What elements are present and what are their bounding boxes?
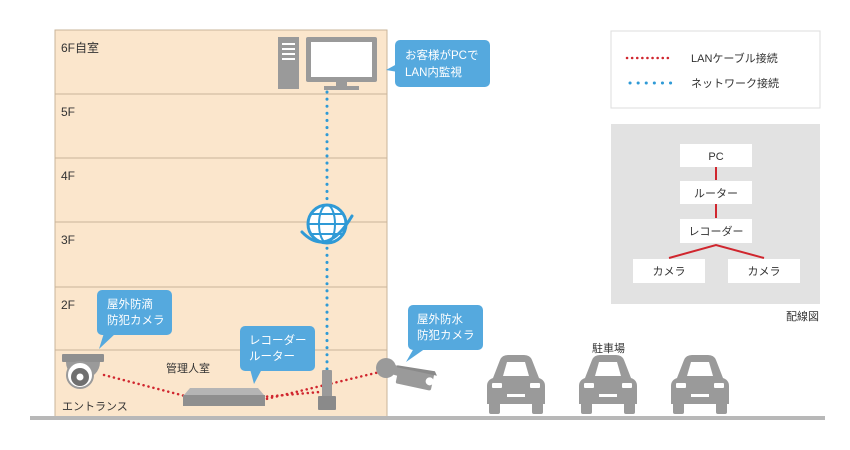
indoor-camera-callout-line2: 防犯カメラ — [107, 313, 165, 327]
legend-network-label: ネットワーク接続 — [691, 76, 779, 90]
ground-line — [30, 416, 825, 420]
outdoor-camera-callout: 屋外防水 防犯カメラ — [406, 305, 483, 362]
car-icon — [671, 355, 729, 414]
lan-cable-outdoor-camera — [260, 369, 386, 402]
wiring-diagram-caption: 配線図 — [786, 309, 819, 323]
outdoor-camera-callout-line2: 防犯カメラ — [417, 328, 475, 342]
lan-cable-router — [260, 390, 322, 399]
legend-box: LANケーブル接続 ネットワーク接続 — [610, 30, 821, 109]
floor-label-2f: 2F — [61, 298, 75, 312]
floor-label-6f: 6F自室 — [61, 40, 99, 55]
manager-room-label: 管理人室 — [166, 361, 210, 375]
wiring-node-camera-left-label: カメラ — [653, 265, 686, 278]
entrance-label: エントランス — [62, 401, 128, 413]
router-device-icon — [318, 370, 336, 410]
pc-monitor-stand — [324, 86, 359, 90]
pc-screen — [311, 42, 372, 77]
wiring-node-recorder-label: レコーダー — [689, 224, 744, 238]
wiring-node-pc-label: PC — [708, 151, 723, 163]
pc-callout-line1: お客様がPCで — [405, 48, 478, 62]
lan-cable-indoor-camera — [102, 373, 187, 398]
indoor-camera-callout: 屋外防滴 防犯カメラ — [97, 290, 172, 349]
wiring-node-camera-right-label: カメラ — [748, 265, 781, 278]
globe-network-icon — [300, 203, 354, 245]
lan-cable-lines — [102, 369, 386, 402]
wiring-branch-line — [668, 243, 765, 259]
recorder-body — [183, 395, 265, 406]
legend-lan-label: LANケーブル接続 — [691, 51, 778, 65]
outdoor-camera-callout-line1: 屋外防水 — [417, 312, 463, 326]
floor-label-4f: 4F — [61, 169, 75, 183]
car-icon — [579, 355, 637, 414]
recorder-router-icon — [183, 388, 265, 406]
recorder-router-callout: レコーダー ルーター — [240, 326, 315, 384]
floor-label-3f: 3F — [61, 233, 75, 247]
pc-callout-line2: LAN内監視 — [405, 65, 462, 79]
wiring-node-pc — [680, 144, 752, 167]
bullet-camera-icon — [376, 358, 437, 391]
wiring-node-router — [680, 181, 752, 204]
globe-orbit — [300, 214, 354, 244]
wiring-node-camera-right — [728, 259, 800, 283]
indoor-camera-callout-line1: 屋外防滴 — [107, 297, 153, 311]
wiring-node-camera-left — [633, 259, 705, 283]
wiring-node-recorder — [680, 219, 752, 243]
desktop-pc-icon — [278, 37, 377, 90]
floor-label-5f: 5F — [61, 105, 75, 119]
wiring-diagram-panel: PC ルーター レコーダー カメラ カメラ — [611, 124, 820, 304]
parking-label: 駐車場 — [592, 341, 625, 355]
recorder-router-callout-line1: レコーダー — [249, 333, 307, 347]
pc-callout: お客様がPCで LAN内監視 — [386, 40, 490, 87]
car-icon — [487, 355, 545, 414]
recorder-router-callout-line2: ルーター — [249, 350, 295, 363]
wiring-node-router-label: ルーター — [694, 187, 738, 200]
dome-camera-icon — [62, 354, 104, 389]
